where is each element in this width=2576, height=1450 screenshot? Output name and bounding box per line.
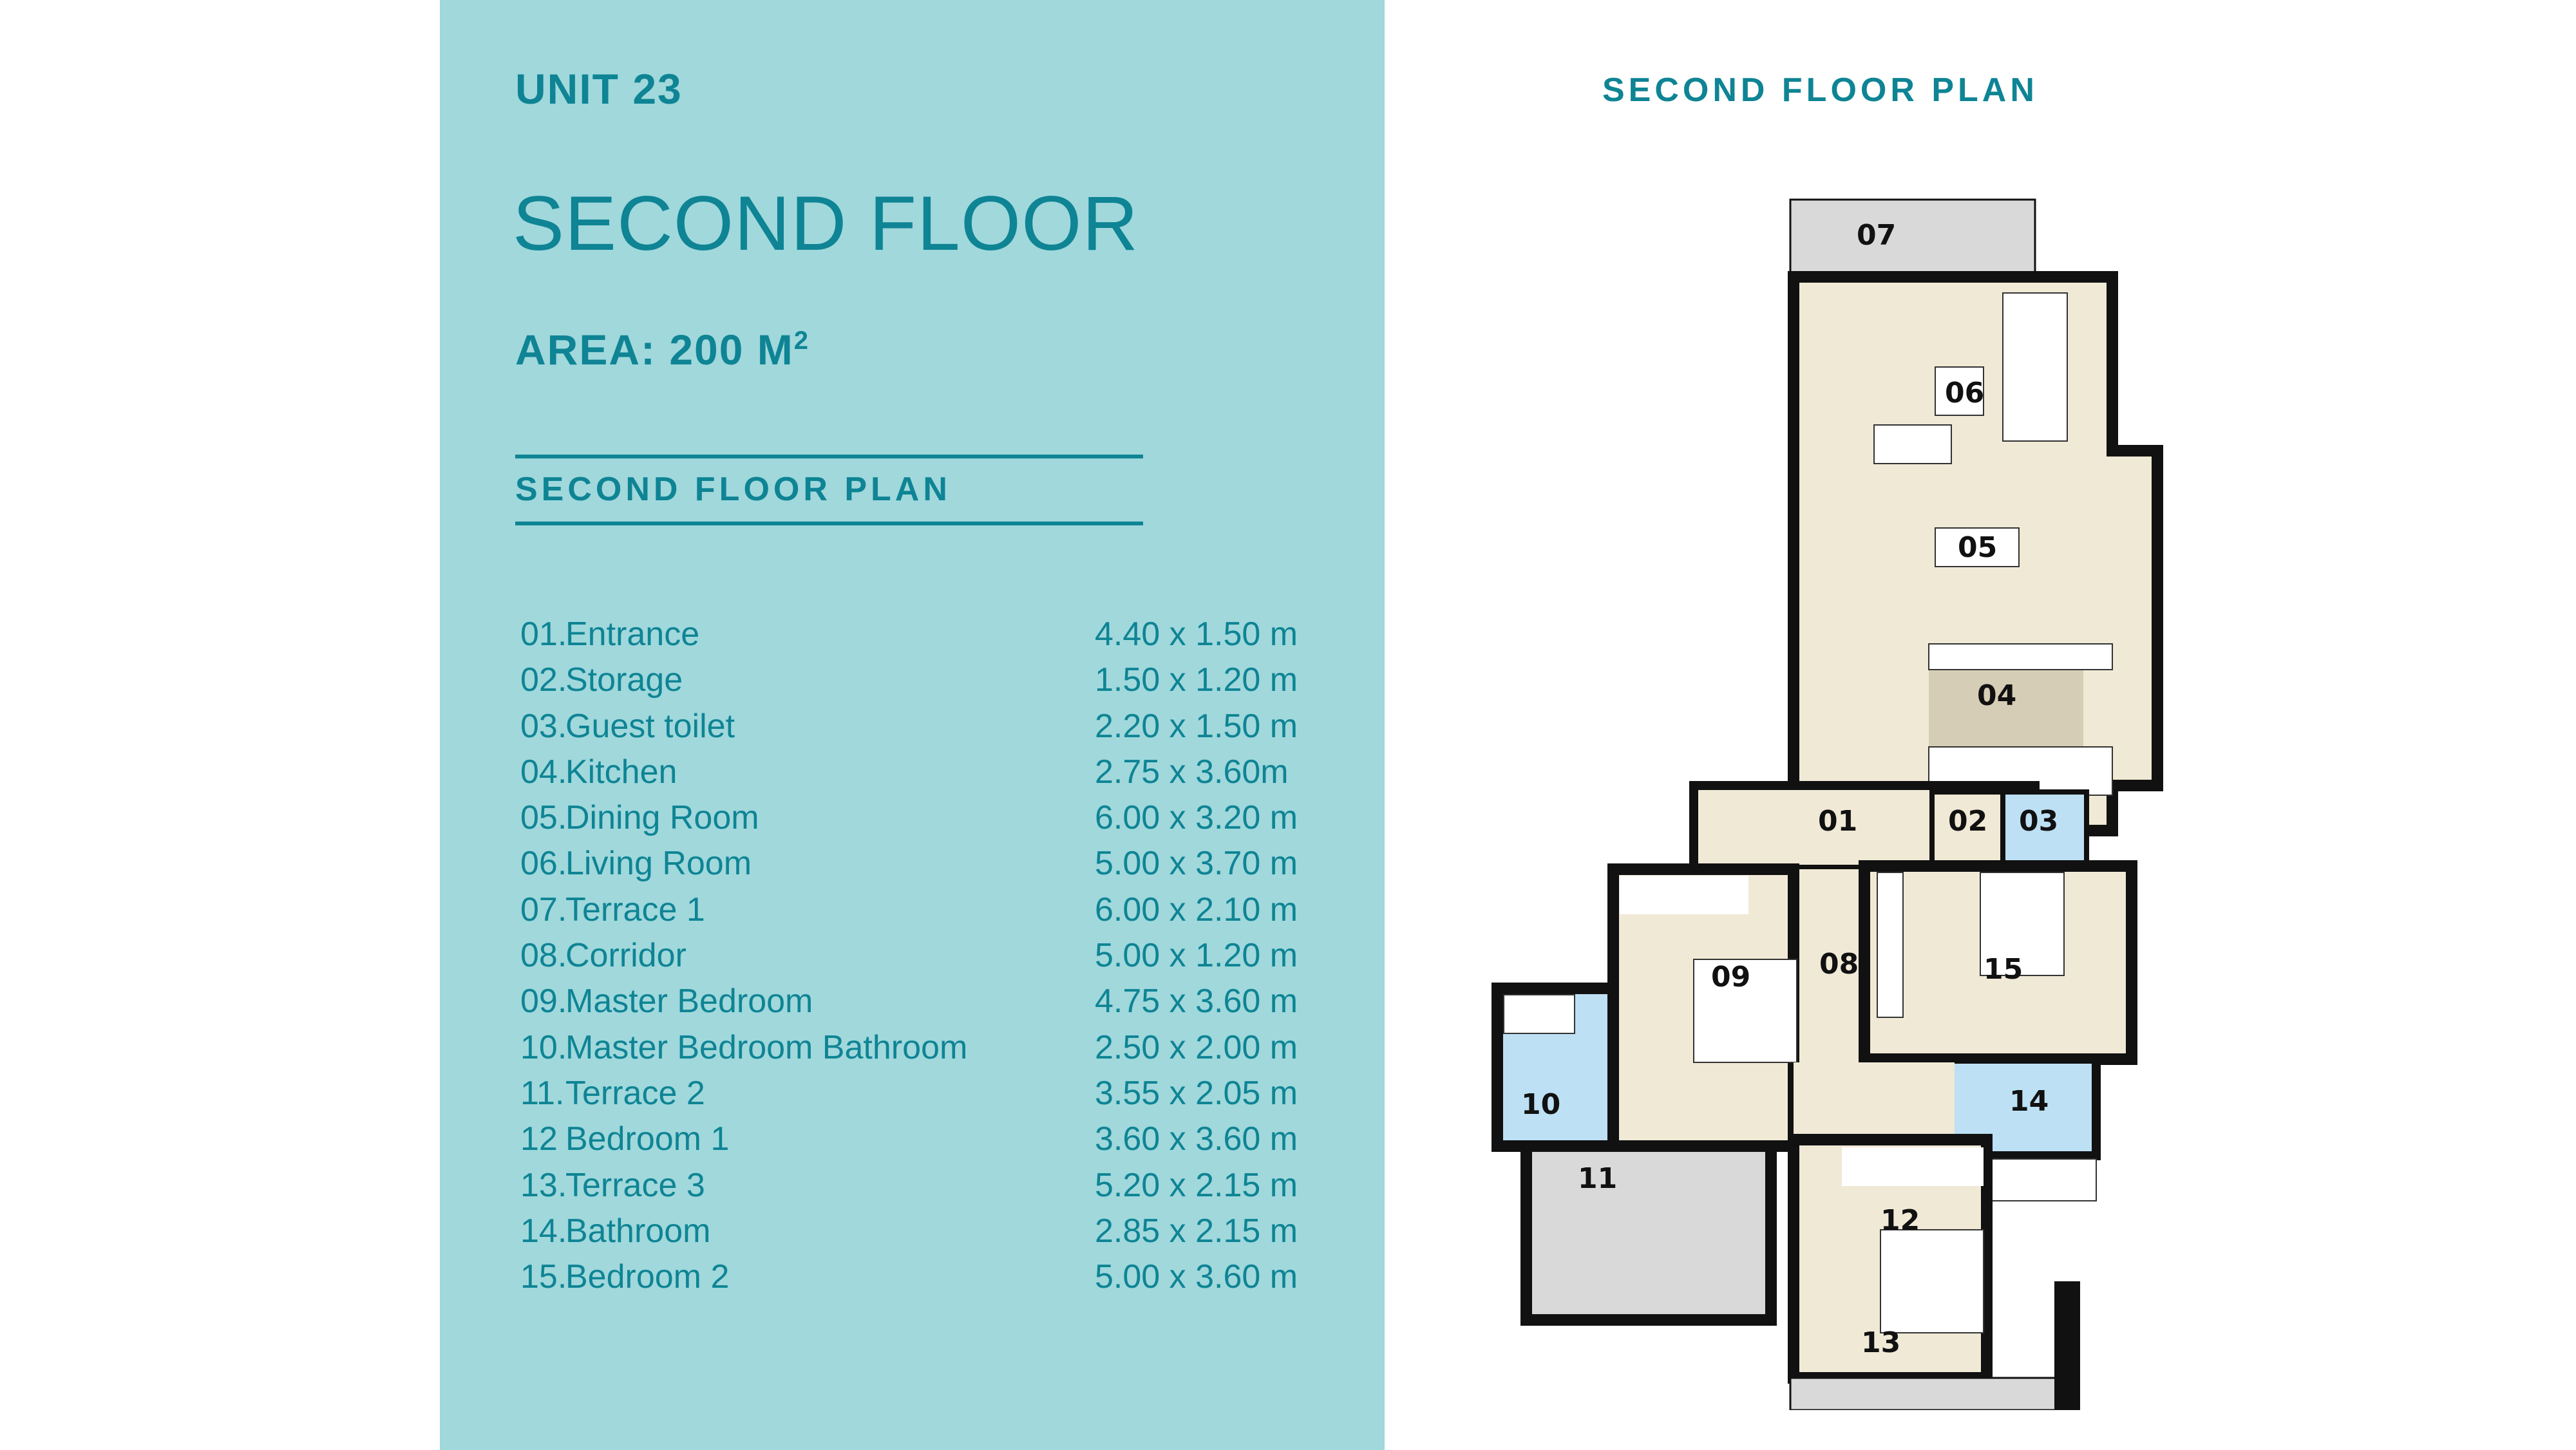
room-name: Bedroom 2 <box>565 1258 730 1296</box>
label-13: 13 <box>1861 1326 1900 1359</box>
room-number: 09. <box>520 983 567 1021</box>
label-01: 01 <box>1818 805 1857 838</box>
section-heading: SECOND FLOOR PLAN <box>515 471 951 508</box>
room-number: 13. <box>520 1166 567 1204</box>
label-09: 09 <box>1711 961 1750 993</box>
room-row: 04.Kitchen 2.75 x 3.60m <box>515 753 1352 798</box>
floor-plan-drawing: 07 06 05 04 01 02 03 08 09 15 10 14 11 1… <box>1492 198 2163 1411</box>
room-name: Entrance <box>565 616 700 653</box>
room-number: 03. <box>520 707 567 745</box>
room-dimensions: 2.75 x 3.60m <box>1095 753 1289 791</box>
room-row: 07.Terrace 1 6.00 x 2.10 m <box>515 890 1352 936</box>
room-dimensions: 5.00 x 3.60 m <box>1095 1258 1298 1296</box>
room-number: 10. <box>520 1028 567 1066</box>
label-14: 14 <box>2009 1085 2049 1118</box>
label-10: 10 <box>1521 1088 1560 1121</box>
label-12: 12 <box>1880 1204 1920 1237</box>
room-dimensions: 6.00 x 2.10 m <box>1095 890 1298 928</box>
plan-title: SECOND FLOOR PLAN <box>1602 71 2038 109</box>
unit-label: UNIT 23 <box>515 65 683 113</box>
room-number: 01. <box>520 616 567 653</box>
room-row: 10.Master Bedroom Bathroom 2.50 x 2.00 m <box>515 1028 1352 1074</box>
room-dimensions: 4.75 x 3.60 m <box>1095 983 1298 1021</box>
room-name: Terrace 3 <box>565 1166 705 1204</box>
room-dimensions: 1.50 x 1.20 m <box>1095 661 1298 699</box>
label-07: 07 <box>1857 219 1896 252</box>
room-row: 05.Dining Room 6.00 x 3.20 m <box>515 798 1352 844</box>
divider-bottom <box>515 522 1143 525</box>
room-dimensions: 5.00 x 1.20 m <box>1095 937 1298 975</box>
room-name: Guest toilet <box>565 707 735 745</box>
room-name: Master Bedroom <box>565 983 813 1021</box>
room-number: 14. <box>520 1212 567 1250</box>
label-08: 08 <box>1819 948 1859 981</box>
room-name: Master Bedroom Bathroom <box>565 1028 968 1066</box>
room-dimensions: 3.55 x 2.05 m <box>1095 1074 1298 1112</box>
room-dimensions: 2.85 x 2.15 m <box>1095 1212 1298 1250</box>
room-number: 06. <box>520 845 567 883</box>
room-name: Bathroom <box>565 1212 711 1250</box>
room-number: 04. <box>520 753 567 791</box>
divider-top <box>515 455 1143 458</box>
room-row: 01.Entrance 4.40 x 1.50 m <box>515 615 1352 661</box>
label-06: 06 <box>1945 377 1984 410</box>
room-row: 09.Master Bedroom 4.75 x 3.60 m <box>515 982 1352 1028</box>
room-name: Corridor <box>565 937 687 975</box>
label-02: 02 <box>1948 805 1987 838</box>
room-name: Bedroom 1 <box>565 1120 730 1158</box>
room-number: 07. <box>520 890 567 928</box>
label-05: 05 <box>1958 531 1997 564</box>
room-number: 02. <box>520 661 567 699</box>
room-dimensions: 5.00 x 3.70 m <box>1095 845 1298 883</box>
room-row: 15.Bedroom 2 5.00 x 3.60 m <box>515 1257 1352 1303</box>
room-row: 06.Living Room 5.00 x 3.70 m <box>515 844 1352 890</box>
label-11: 11 <box>1578 1162 1617 1195</box>
room-name: Living Room <box>565 845 752 883</box>
room-row: 13.Terrace 3 5.20 x 2.15 m <box>515 1166 1352 1212</box>
area-value: AREA: 200 M <box>515 326 794 373</box>
room-row: 14.Bathroom 2.85 x 2.15 m <box>515 1212 1352 1257</box>
room-dimensions: 6.00 x 3.20 m <box>1095 799 1298 837</box>
room-number: 12 <box>520 1120 558 1158</box>
terrace-1-area <box>1789 198 2036 285</box>
room-name: Storage <box>565 661 683 699</box>
room-name: Kitchen <box>565 753 677 791</box>
floor-plan: 07 06 05 04 01 02 03 08 09 15 10 14 11 1… <box>1475 187 2170 1411</box>
area-superscript: 2 <box>793 326 810 355</box>
area-label: AREA: 200 M2 <box>515 325 810 374</box>
room-row: 02.Storage 1.50 x 1.20 m <box>515 661 1352 706</box>
room-dimensions: 2.50 x 2.00 m <box>1095 1028 1298 1066</box>
room-number: 11. <box>520 1074 565 1112</box>
room-dimensions: 2.20 x 1.50 m <box>1095 707 1298 745</box>
room-row: 08.Corridor 5.00 x 1.20 m <box>515 936 1352 982</box>
room-name: Terrace 1 <box>565 890 705 928</box>
room-row: 03.Guest toilet 2.20 x 1.50 m <box>515 707 1352 753</box>
info-panel: UNIT 23 SECOND FLOOR AREA: 200 M2 SECOND… <box>440 0 1385 1450</box>
room-name: Dining Room <box>565 799 759 837</box>
label-04: 04 <box>1977 679 2016 712</box>
label-03: 03 <box>2019 805 2058 838</box>
room-dimensions: 3.60 x 3.60 m <box>1095 1120 1298 1158</box>
room-number: 15. <box>520 1258 567 1296</box>
label-15: 15 <box>1984 953 2023 986</box>
room-number: 05. <box>520 799 567 837</box>
room-dimensions: 5.20 x 2.15 m <box>1095 1166 1298 1204</box>
floor-title: SECOND FLOOR <box>513 180 1139 267</box>
room-dimensions: 4.40 x 1.50 m <box>1095 616 1298 653</box>
room-list: 01.Entrance 4.40 x 1.50 m 02.Storage 1.50 … <box>515 615 1352 1303</box>
room-number: 08. <box>520 937 567 975</box>
room-row: 11.Terrace 2 3.55 x 2.05 m <box>515 1074 1352 1120</box>
room-name: Terrace 2 <box>565 1074 705 1112</box>
